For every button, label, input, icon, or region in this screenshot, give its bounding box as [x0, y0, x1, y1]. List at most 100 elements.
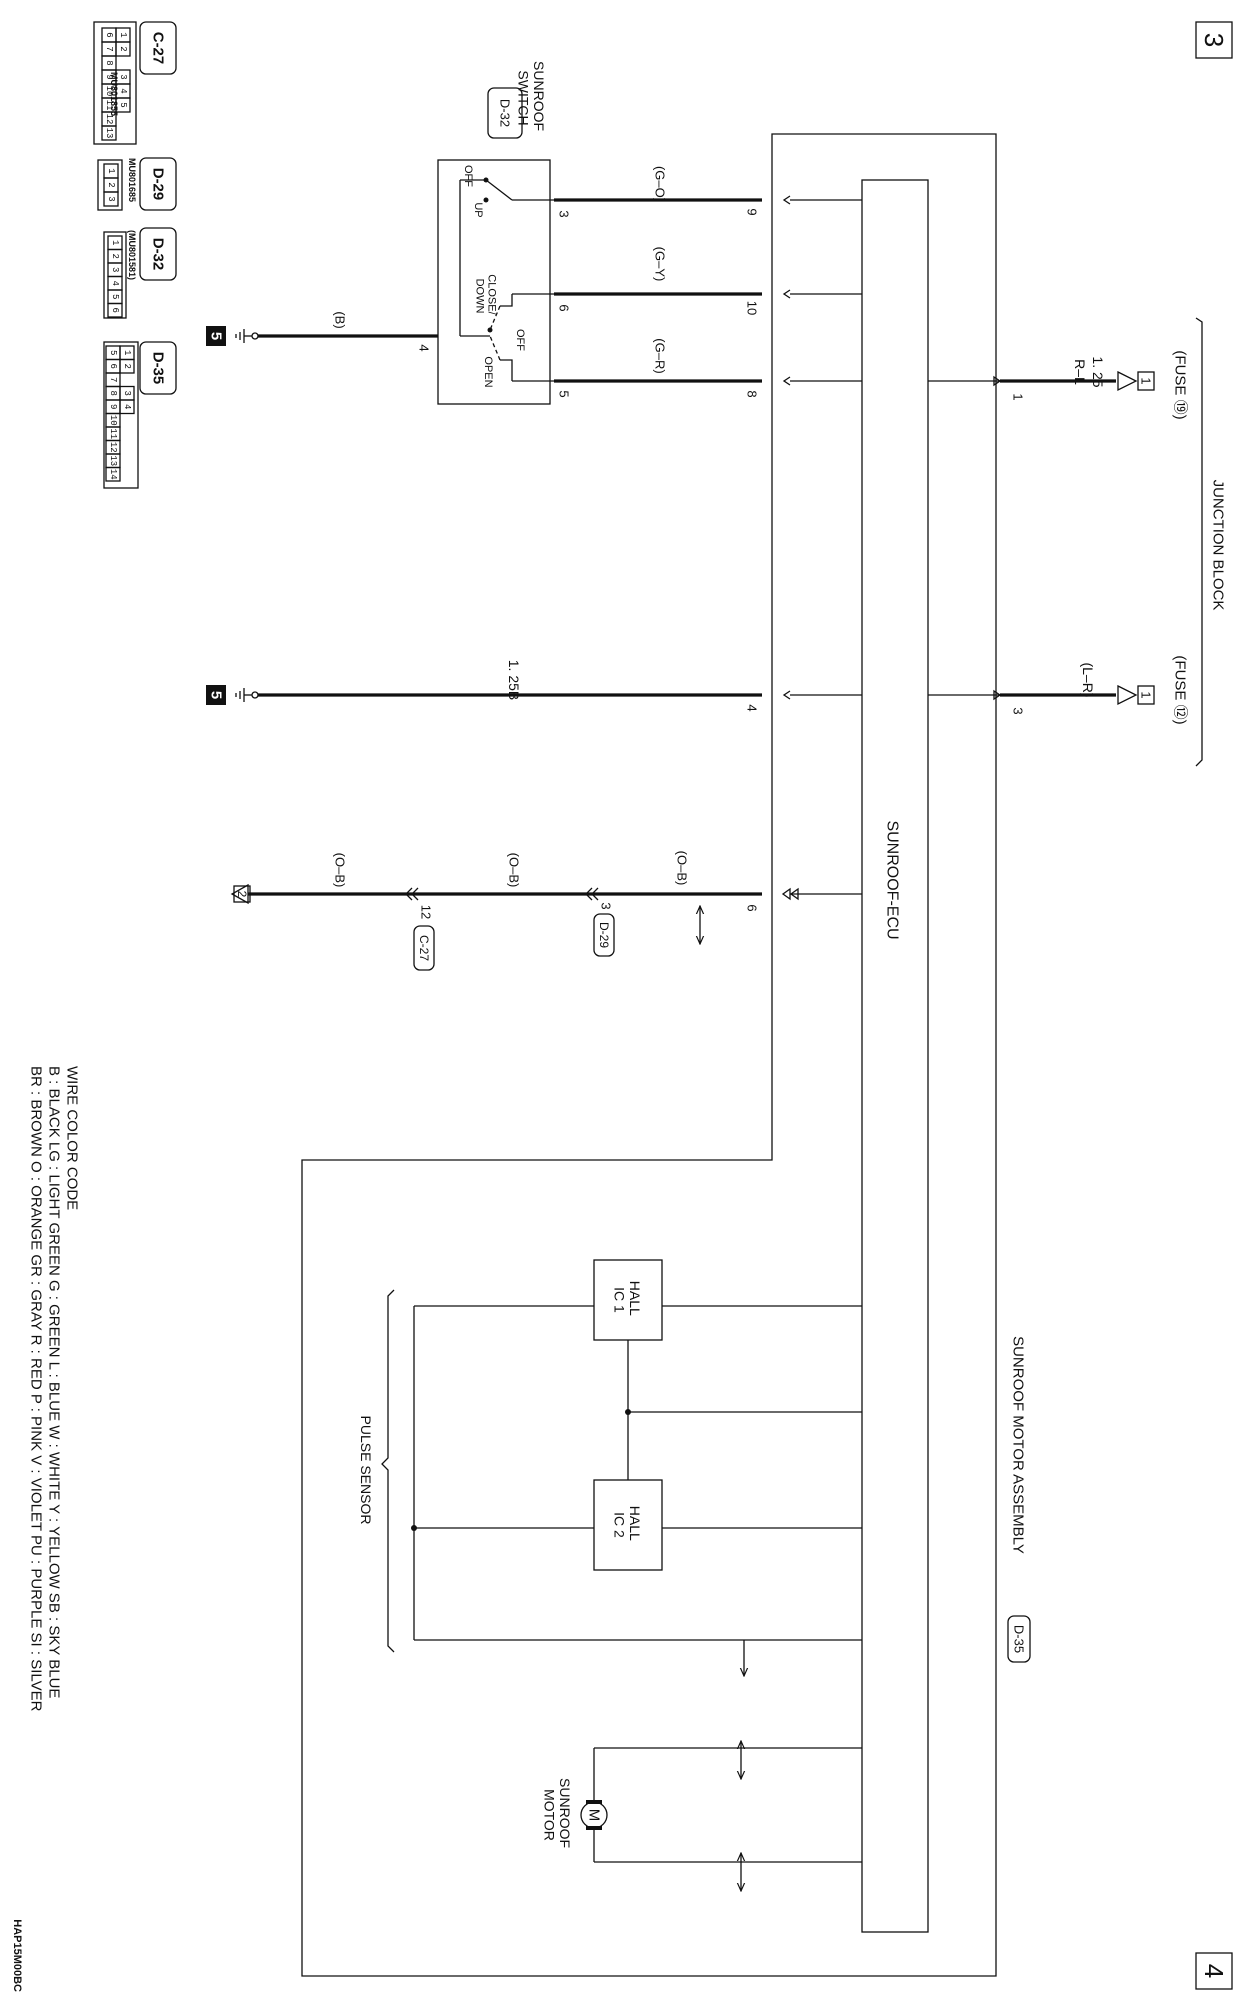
page-number-bottom: 4	[1199, 1964, 1229, 1978]
motor-label-line2: MOTOR	[542, 1789, 558, 1841]
connector-d29-part: MU801685	[127, 158, 137, 202]
hall-ic-1-label-line2: IC 1	[612, 1287, 628, 1313]
connector-cell-label: 3	[110, 267, 120, 272]
ecu-pin-9: 9	[745, 208, 760, 215]
switch-pin-6: 6	[557, 304, 572, 311]
connector-d35-ref: D-35	[150, 352, 167, 385]
switch-pin-3: 3	[557, 210, 572, 217]
hall-ic-2-box	[593, 1479, 663, 1571]
signal-wire-3: (O–B)	[333, 853, 348, 888]
fuse-21-terminal: 1	[1011, 393, 1026, 400]
sunroof-switch-label: SUNROOF SWITCH	[516, 61, 547, 135]
pulse-sensor-label: PULSE SENSOR	[358, 1416, 374, 1525]
c27-pin: 12	[419, 905, 434, 919]
connector-cell-label: 13	[108, 455, 118, 466]
connector-cell-label: 1	[118, 32, 128, 37]
d29-ref: D-29	[597, 922, 611, 948]
connector-d29-ref: D-29	[150, 168, 167, 201]
fuse-12-label: (FUSE ⑫)	[1172, 655, 1189, 724]
connector-cell-label: 1	[106, 168, 116, 173]
connector-d29-cells: 1 2 3	[103, 163, 119, 207]
motor-icon	[580, 1801, 608, 1829]
connector-cell-label: 9	[104, 74, 114, 79]
connector-cell-label: 6	[108, 364, 118, 369]
ecu-pin-6-wire: (O–B)	[675, 851, 690, 886]
fuse-21-connector	[1137, 371, 1155, 391]
connector-d35-ref-frame	[139, 341, 177, 395]
switch-pos-open: OPEN	[482, 356, 494, 387]
ecu-pin-10: 10	[745, 301, 760, 315]
junction-block-bracket	[1195, 317, 1203, 767]
sunroof-switch-ref-frame	[487, 87, 523, 139]
connector-d29-view: D-29 MU801685 1 2 3	[97, 157, 177, 211]
ecu-pin-labels: 9 (G–O) 10 (G–Y) 8 (G–R) 4 1. 25B 6 (O–B…	[506, 166, 760, 912]
switch-pin-4: 4	[417, 344, 432, 351]
connector-cell-label: 1	[122, 350, 132, 355]
hall-ic-1-label: HALL IC 1	[612, 1281, 643, 1319]
connector-c27-part: MU801855	[109, 72, 119, 116]
connector-cell-label: 12	[104, 114, 114, 125]
connector-cell	[101, 125, 117, 141]
connector-c27-ref: C-27	[150, 32, 167, 65]
hall-ic-1-label-line1: HALL	[627, 1281, 643, 1316]
ecu-pin-10-wire: (G–Y)	[653, 247, 668, 282]
hall-ic-2-label-line2: IC 2	[612, 1512, 628, 1538]
connector-c27-ref-frame	[139, 21, 177, 75]
c27-ref-frame	[413, 925, 435, 971]
connector-cell-label: 2	[110, 254, 120, 259]
connector-cell-label: 5	[118, 102, 128, 107]
ecu-pin-9-wire: (G–O)	[653, 166, 668, 202]
hall-ic-1-box	[593, 1259, 663, 1341]
ecu-pin-6: 6	[745, 904, 760, 911]
hall-ic-2-label-line1: HALL	[627, 1506, 643, 1541]
drawing-code: HAP15M00BC	[11, 1919, 23, 1992]
connector-cell-label: 6	[104, 32, 114, 37]
connector-d32-part: (MU801581)	[127, 230, 137, 280]
connector-cell-label: 7	[108, 377, 118, 382]
legend-line-1: B : BLACK LG : LIGHT GREEN G : GREEN L :…	[46, 1066, 63, 1698]
ground-point-ecu-label: 5	[208, 691, 225, 699]
signal-terminal-arrow-icon	[230, 883, 249, 905]
sunroof-switch-ref: D-32	[498, 99, 513, 127]
connector-cell	[103, 191, 119, 207]
ecu-internal-links	[781, 195, 1002, 901]
motor-label-line1: SUNROOF	[557, 1778, 573, 1848]
connector-cell-label: 14	[108, 469, 118, 480]
fuse-21-arrow-icon	[1117, 370, 1138, 392]
sunroof-ecu-box	[861, 179, 929, 1933]
ecu-pin-4-wire: 1. 25B	[506, 660, 522, 700]
pulse-sensor-wiring	[411, 1305, 862, 1676]
motor-assembly-label: SUNROOF MOTOR ASSEMBLY	[1010, 1336, 1027, 1554]
connector-cell-label: 3	[118, 74, 128, 79]
connector-cell	[105, 466, 121, 482]
connector-cell-label: 2	[118, 46, 128, 51]
connector-cell-label: 4	[110, 281, 120, 286]
fuse-21-connector-no: 1	[1139, 377, 1154, 384]
page-number-top: 3	[1199, 33, 1229, 47]
connector-cell-label: 10	[108, 415, 118, 426]
ground-symbol-ecu-icon	[235, 688, 259, 702]
connector-cell-label: 10	[104, 86, 114, 97]
signal-terminal-label: 2	[235, 891, 249, 898]
connector-cell-label: 7	[104, 46, 114, 51]
ground-point-switch-box	[206, 326, 226, 346]
ground-point-ecu-box	[206, 685, 226, 705]
connector-cell-label: 8	[108, 391, 118, 396]
connector-cell-label: 5	[110, 294, 120, 299]
switch-ground-wire: (B)	[333, 311, 348, 328]
connector-cell-label: 3	[106, 196, 116, 201]
connector-cell-label: 2	[122, 364, 132, 369]
fuse-12-wire-color: (L–R)	[1080, 662, 1096, 697]
connector-cell-label: 2	[106, 182, 116, 187]
fuse-21-label: (FUSE ⑲)	[1172, 350, 1189, 419]
connector-cell-label: 9	[108, 404, 118, 409]
connector-cell-label: 8	[104, 60, 114, 65]
connector-cell-label: 3	[122, 391, 132, 396]
connector-cell-label: 4	[118, 88, 128, 93]
switch-pin-labels: 3 6 5 4	[417, 210, 572, 397]
connector-cell-label: 13	[104, 128, 114, 139]
connector-cell-label: 4	[122, 404, 132, 409]
connector-d32-ref-frame	[139, 227, 177, 281]
